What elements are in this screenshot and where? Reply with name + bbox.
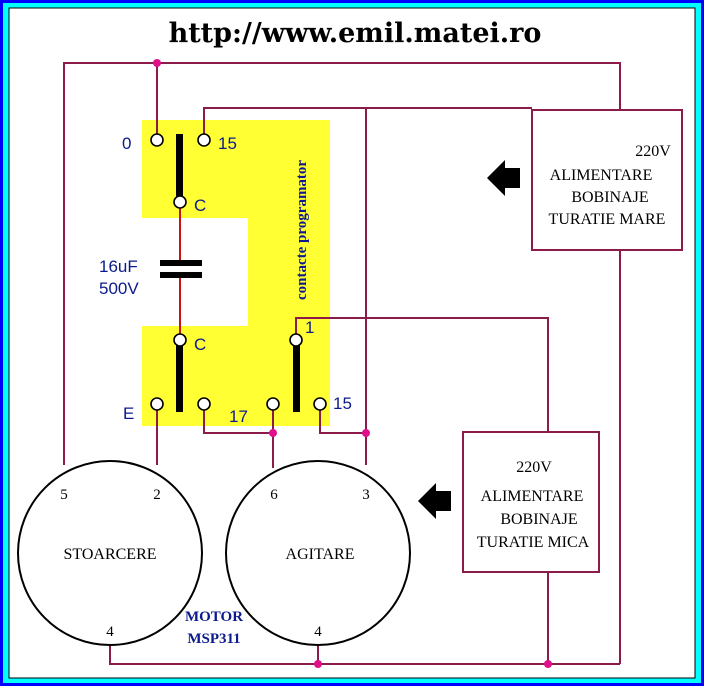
winding-agitare: [225, 460, 411, 646]
label-capacitor-voltage: 500V: [99, 279, 139, 298]
switch-lever-bottom-right: [293, 344, 300, 412]
terminal-c-top: [173, 195, 187, 209]
wire-contact-15-top: [203, 107, 532, 134]
terminal-17-left: [197, 397, 211, 411]
arrow-left-icon-low: [418, 483, 451, 519]
capacitor-plate-top: [160, 260, 202, 266]
supply-low-line1: ALIMENTARE: [481, 488, 584, 505]
terminal-15-top: [197, 133, 211, 147]
switch-lever-bottom-left: [176, 344, 183, 412]
label-contact-1: 1: [305, 318, 314, 337]
wire-contact-1: [295, 317, 549, 432]
winding-stoarcere-name: STOARCERE: [63, 546, 156, 563]
terminal-e: [150, 397, 164, 411]
stoarcere-pin-5: 5: [60, 487, 68, 503]
supply-high-line1: ALIMENTARE: [550, 167, 653, 184]
junction-top: [153, 59, 161, 67]
terminal-c-bottom: [173, 333, 187, 347]
capacitor-plate-bottom: [160, 272, 202, 278]
junction-bottom-supply: [544, 660, 552, 668]
label-programmer-contacts: contacte programator: [294, 160, 310, 300]
switch-lever-top: [176, 134, 183, 198]
supply-high-line2: BOBINAJE: [571, 189, 648, 206]
label-contact-15-top: 15: [218, 134, 237, 153]
supply-high-box: [531, 109, 683, 251]
stoarcere-pin-2: 2: [153, 487, 161, 503]
supply-low-line2: BOBINAJE: [500, 511, 577, 528]
supply-low-voltage: 220V: [516, 459, 552, 476]
junction-15: [362, 429, 370, 437]
label-contact-c-bottom: C: [194, 335, 206, 354]
label-capacitance: 16uF: [99, 257, 138, 276]
supply-low-box: [462, 431, 600, 573]
label-contact-c-top: C: [194, 196, 206, 215]
wire-top-bus: [63, 62, 621, 465]
terminals: [150, 133, 327, 411]
supply-high-voltage: 220V: [635, 143, 671, 160]
terminal-0: [150, 133, 164, 147]
motor-label-line2: MSP311: [187, 631, 240, 647]
wire-contact-15-bottom: [319, 404, 366, 434]
agitare-pin-6: 6: [270, 487, 278, 503]
junction-17: [269, 429, 277, 437]
agitare-pin-4: 4: [314, 624, 322, 640]
arrow-left-icon-high: [487, 160, 520, 196]
label-contact-17: 17: [229, 407, 248, 426]
wire-contact-17: [203, 404, 273, 434]
terminal-17-right: [266, 397, 280, 411]
label-contact-0: 0: [122, 134, 131, 153]
terminal-15-bottom: [313, 397, 327, 411]
supply-high-line3: TURATIE MARE: [549, 211, 666, 228]
terminal-1: [289, 333, 303, 347]
stoarcere-pin-4: 4: [106, 624, 114, 640]
junction-bottom-agitare: [314, 660, 322, 668]
programmer-panel: [142, 120, 330, 426]
supply-low-line3: TURATIE MICA: [477, 534, 590, 551]
source-url: http://www.emil.matei.ro: [169, 18, 542, 49]
motor-label-line1: MOTOR: [185, 609, 243, 625]
junctions: [153, 59, 552, 668]
agitare-pin-3: 3: [362, 487, 370, 503]
winding-stoarcere: [17, 460, 203, 646]
winding-agitare-name: AGITARE: [286, 546, 355, 563]
label-contact-15-bottom: 15: [333, 394, 352, 413]
label-contact-e: E: [123, 404, 134, 423]
